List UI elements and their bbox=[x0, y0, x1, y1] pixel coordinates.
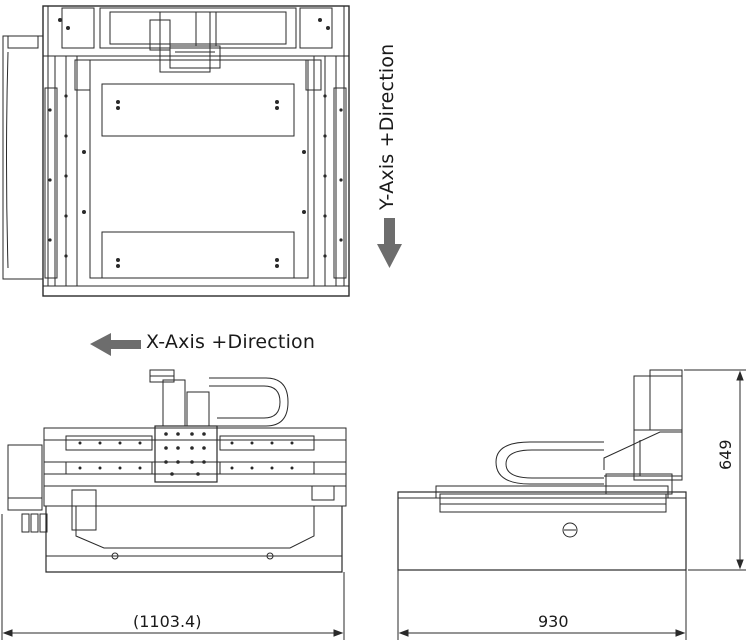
depth-dimension-label: 930 bbox=[538, 612, 569, 631]
top-view bbox=[2, 5, 350, 297]
y-axis-direction-label: Y-Axis +Direction bbox=[376, 43, 398, 210]
x-axis-direction-label: X-Axis +Direction bbox=[146, 331, 316, 353]
arrow-left-icon bbox=[90, 333, 141, 356]
dimension-depth bbox=[397, 570, 687, 640]
width-dimension-label: (1103.4) bbox=[133, 612, 202, 631]
front-view bbox=[7, 369, 347, 573]
top-view-holes bbox=[48, 18, 343, 268]
dimension-width bbox=[1, 514, 345, 640]
side-view bbox=[397, 369, 687, 571]
front-base-hole-left bbox=[111, 552, 119, 560]
arrow-down-icon bbox=[377, 218, 402, 268]
front-base-hole-right bbox=[266, 552, 274, 560]
front-view-holes bbox=[78, 432, 294, 476]
dimension-height bbox=[684, 369, 746, 571]
height-dimension-label: 649 bbox=[716, 439, 735, 470]
